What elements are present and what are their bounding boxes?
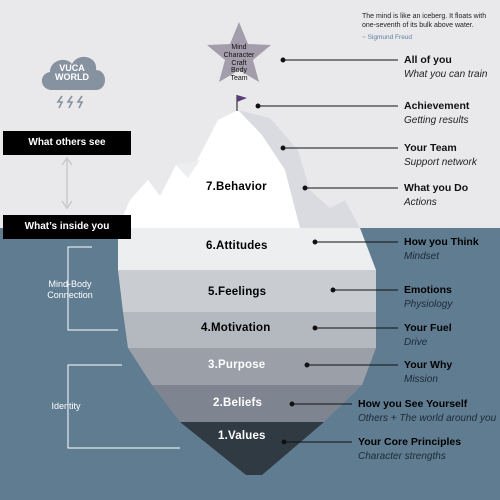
star-icon xyxy=(207,22,271,82)
annotation-subtitle: Physiology xyxy=(404,299,453,310)
annotation-subtitle: Drive xyxy=(404,337,428,348)
freud-quote: The mind is like an iceberg. It floats w… xyxy=(362,13,487,29)
layer-band-feelings xyxy=(118,270,376,312)
mind-body-connection-label: Mind-Body Connection xyxy=(47,279,93,300)
flag-icon xyxy=(236,95,247,111)
layer-band-motivation xyxy=(123,312,376,348)
star-label: Mind Character Craft Body Team xyxy=(219,44,259,83)
annotation-title: Your Why xyxy=(404,359,453,371)
logo-line: WORLD xyxy=(55,72,89,82)
iceberg-tip xyxy=(118,110,360,228)
identity-label: Identity xyxy=(51,401,81,411)
annotation-subtitle: Support network xyxy=(404,157,477,168)
layer-band-attitudes xyxy=(118,228,376,270)
mind-body-bracket xyxy=(67,246,118,331)
pointer-lines xyxy=(255,57,398,445)
what-others-see-bar: What others see xyxy=(3,131,131,155)
layer-band-beliefs xyxy=(152,385,362,422)
layer-label-behavior: 7.Behavior xyxy=(206,181,267,193)
annotation-how-you-think: How you Think Mindset xyxy=(404,236,479,262)
annotation-all-of-you: All of you What you can train xyxy=(404,54,487,80)
star-label-line: Character xyxy=(223,51,255,59)
vuca-logo-text: VUCA WORLD xyxy=(44,64,100,82)
annotation-subtitle: Character strengths xyxy=(358,451,446,462)
annotation-subtitle: Getting results xyxy=(404,115,469,126)
annotation-your-team: Your Team Support network xyxy=(404,142,477,168)
annotation-title: Your Core Principles xyxy=(358,436,462,448)
annotation-title: What you Do xyxy=(404,182,469,194)
layer-label-attitudes: 6.Attitudes xyxy=(206,240,268,252)
layer-band-values xyxy=(180,422,324,475)
star-label-line: Body xyxy=(231,67,247,75)
annotation-your-fuel: Your Fuel Drive xyxy=(404,322,452,348)
annotation-title: All of you xyxy=(404,54,452,66)
annotation-emotions: Emotions Physiology xyxy=(404,284,452,310)
annotation-title: Your Fuel xyxy=(404,322,452,334)
annotation-subtitle: Mindset xyxy=(404,251,440,262)
annotation-subtitle: Mission xyxy=(404,374,438,385)
star-label-line: Craft xyxy=(231,59,247,67)
annotation-subtitle: What you can train xyxy=(404,69,488,80)
annotation-title: Emotions xyxy=(404,284,452,296)
annotation-title: How you Think xyxy=(404,236,479,248)
star-label-line: Mind xyxy=(231,44,247,51)
quote-author: ~ Sigmund Freud xyxy=(362,34,413,41)
annotation-achievement: Achievement Getting results xyxy=(404,100,469,126)
whats-inside-you-bar: What’s inside you xyxy=(3,215,131,239)
layer-label-feelings: 5.Feelings xyxy=(208,286,267,298)
annotation-subtitle: Actions xyxy=(404,197,437,208)
annotation-your-why: Your Why Mission xyxy=(404,359,452,385)
vuca-cloud-icon xyxy=(41,56,105,109)
layer-label-beliefs: 2.Beliefs xyxy=(213,397,263,409)
layer-band-purpose xyxy=(128,348,376,385)
annotation-title: How you See Yourself xyxy=(358,398,468,410)
annotation-what-you-do: What you Do Actions xyxy=(404,182,468,208)
layer-label-purpose: 3.Purpose xyxy=(208,359,266,371)
double-arrow-icon xyxy=(61,156,73,210)
annotation-title: Your Team xyxy=(404,142,457,154)
layer-label-motivation: 4.Motivation xyxy=(201,322,271,334)
layer-label-values: 1.Values xyxy=(218,430,266,442)
annotation-subtitle: Others + The world around you xyxy=(358,413,497,424)
identity-bracket xyxy=(67,364,180,449)
logo-line: VUCA xyxy=(59,63,85,73)
annotation-core-principles: Your Core Principles Character strengths xyxy=(358,436,461,462)
annotation-title: Achievement xyxy=(404,100,470,112)
annotation-how-you-see-yourself: How you See Yourself Others + The world … xyxy=(358,398,500,424)
star-label-line: Team xyxy=(230,75,248,83)
